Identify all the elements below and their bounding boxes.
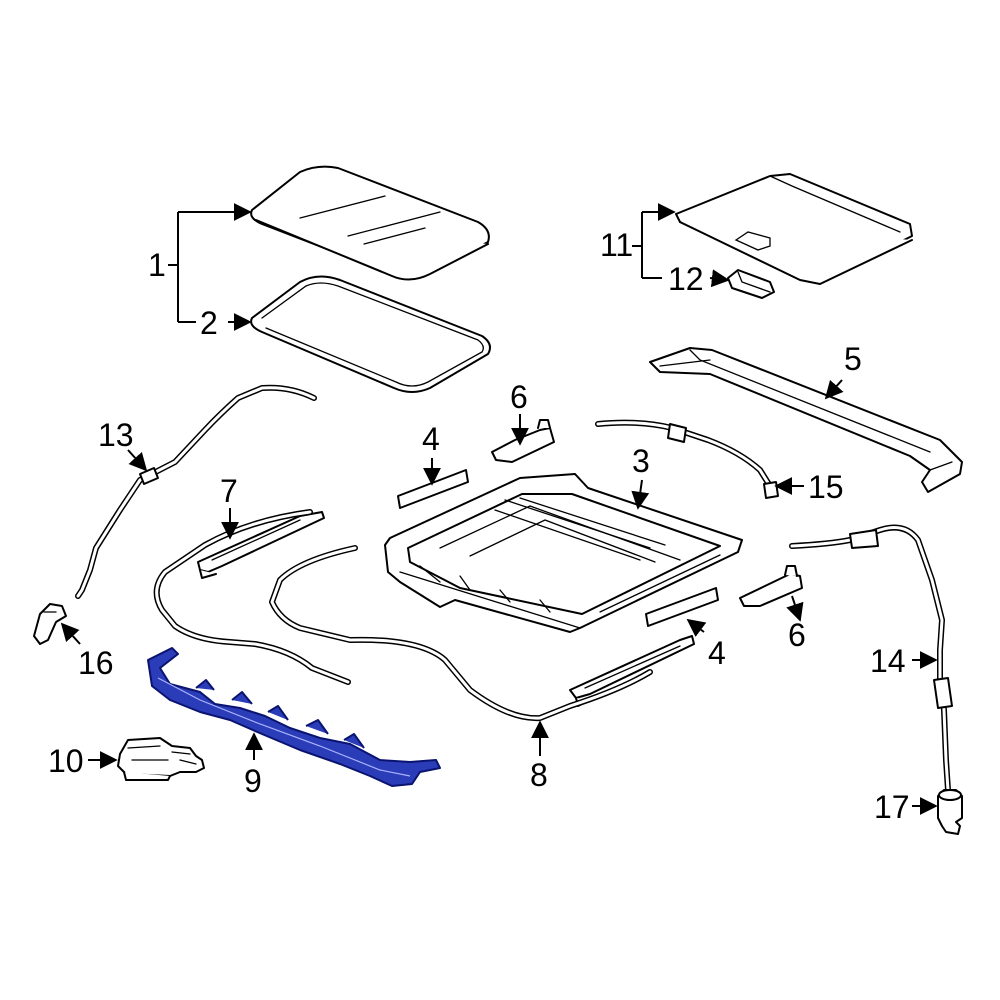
callout-15: 15: [808, 469, 844, 505]
callout-8: 8: [530, 757, 548, 793]
callout-7: 7: [220, 473, 238, 509]
part-4-strip-upper[interactable]: [397, 469, 469, 509]
callout-labels: 1 2 3 4 4 5 6 6 7 8 9 10 11 12 13 14 15 …: [48, 227, 910, 825]
callout-10: 10: [48, 743, 84, 779]
callout-4-lower: 4: [708, 635, 726, 671]
callout-12: 12: [668, 261, 704, 297]
callout-17: 17: [874, 789, 910, 825]
callout-1: 1: [148, 247, 166, 283]
callout-14: 14: [870, 643, 906, 679]
part-4-strip-lower[interactable]: [645, 587, 719, 627]
part-12-handle[interactable]: [727, 269, 775, 299]
part-6-bracket-upper[interactable]: [491, 419, 555, 463]
callout-9: 9: [244, 763, 262, 799]
right-guide-rail[interactable]: [569, 635, 695, 707]
part-10-motor[interactable]: [117, 737, 205, 781]
part-6-bracket-lower[interactable]: [739, 565, 803, 607]
part-1-glass-panel[interactable]: [250, 165, 490, 281]
part-5-front-rail[interactable]: [649, 347, 963, 493]
callout-6-upper: 6: [510, 379, 528, 415]
callout-6-lower: 6: [788, 617, 806, 653]
part-2-glass-seal[interactable]: [250, 275, 491, 393]
part-11-sunshade[interactable]: [675, 173, 913, 285]
callout-13: 13: [98, 417, 134, 453]
callout-3: 3: [632, 443, 650, 479]
part-15-hose[interactable]: [595, 419, 779, 499]
part-17-hose-end[interactable]: [937, 789, 963, 835]
part-13-drain-hose-left[interactable]: [75, 384, 317, 599]
leader-lines: [60, 203, 938, 815]
callout-11: 11: [600, 227, 633, 263]
part-14-drain-hose-right[interactable]: [789, 524, 953, 793]
part-3-sunroof-frame[interactable]: [384, 473, 743, 633]
part-9-wind-deflector[interactable]: [147, 647, 441, 787]
callout-5: 5: [844, 341, 862, 377]
callout-4-upper: 4: [422, 421, 440, 457]
part-8-drive-cable[interactable]: [153, 509, 653, 722]
callout-2: 2: [200, 305, 218, 341]
callout-16: 16: [78, 645, 114, 681]
part-16-hose-elbow[interactable]: [33, 603, 67, 645]
